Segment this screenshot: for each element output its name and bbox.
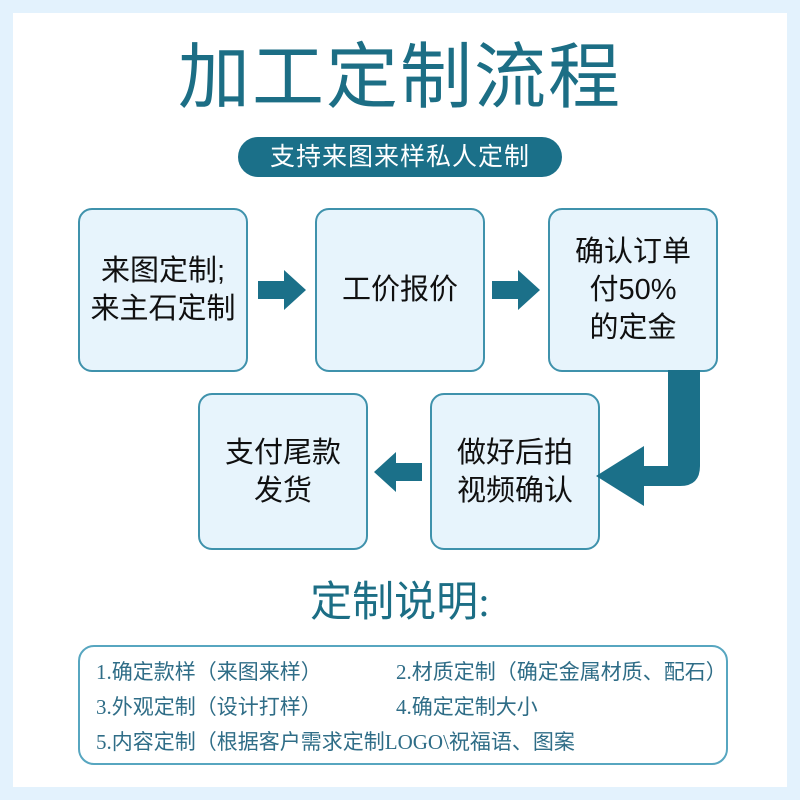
subtitle-badge: 支持来图来样私人定制 [238,137,562,177]
notes-panel: 1.确定款样（来图来样） 2.材质定制（确定金属材质、配石） 3.外观定制（设计… [78,645,728,765]
flow-step-5[interactable]: 做好后拍 视频确认 [430,393,600,550]
notes-heading: 定制说明: [310,580,490,626]
flow-step-2[interactable]: 工价报价 [315,208,485,372]
note-item-3: 3.外观定制（设计打样） [96,695,322,719]
note-row: 5.内容定制（根据客户需求定制LOGO\祝福语、图案 [96,725,710,760]
note-item-1: 1.确定款样（来图来样） [96,660,322,684]
note-item-2: 2.材质定制（确定金属材质、配石） [396,660,727,684]
flow-step-1[interactable]: 来图定制; 来主石定制 [78,208,248,372]
note-row: 1.确定款样（来图来样） 2.材质定制（确定金属材质、配石） [96,655,727,690]
flow-step-3[interactable]: 确认订单 付50% 的定金 [548,208,718,372]
arrow-elbow-down-left-icon [592,370,724,506]
note-item-5: 5.内容定制（根据客户需求定制LOGO\祝福语、图案 [96,730,575,754]
arrow-left-icon [374,450,422,494]
arrow-right-icon [258,268,306,312]
note-row: 3.外观定制（设计打样） 4.确定定制大小 [96,690,710,725]
flow-step-4[interactable]: 支付尾款 发货 [198,393,368,550]
page-title: 加工定制流程 [177,38,622,118]
note-item-4: 4.确定定制大小 [396,695,538,719]
arrow-right-icon [492,268,540,312]
